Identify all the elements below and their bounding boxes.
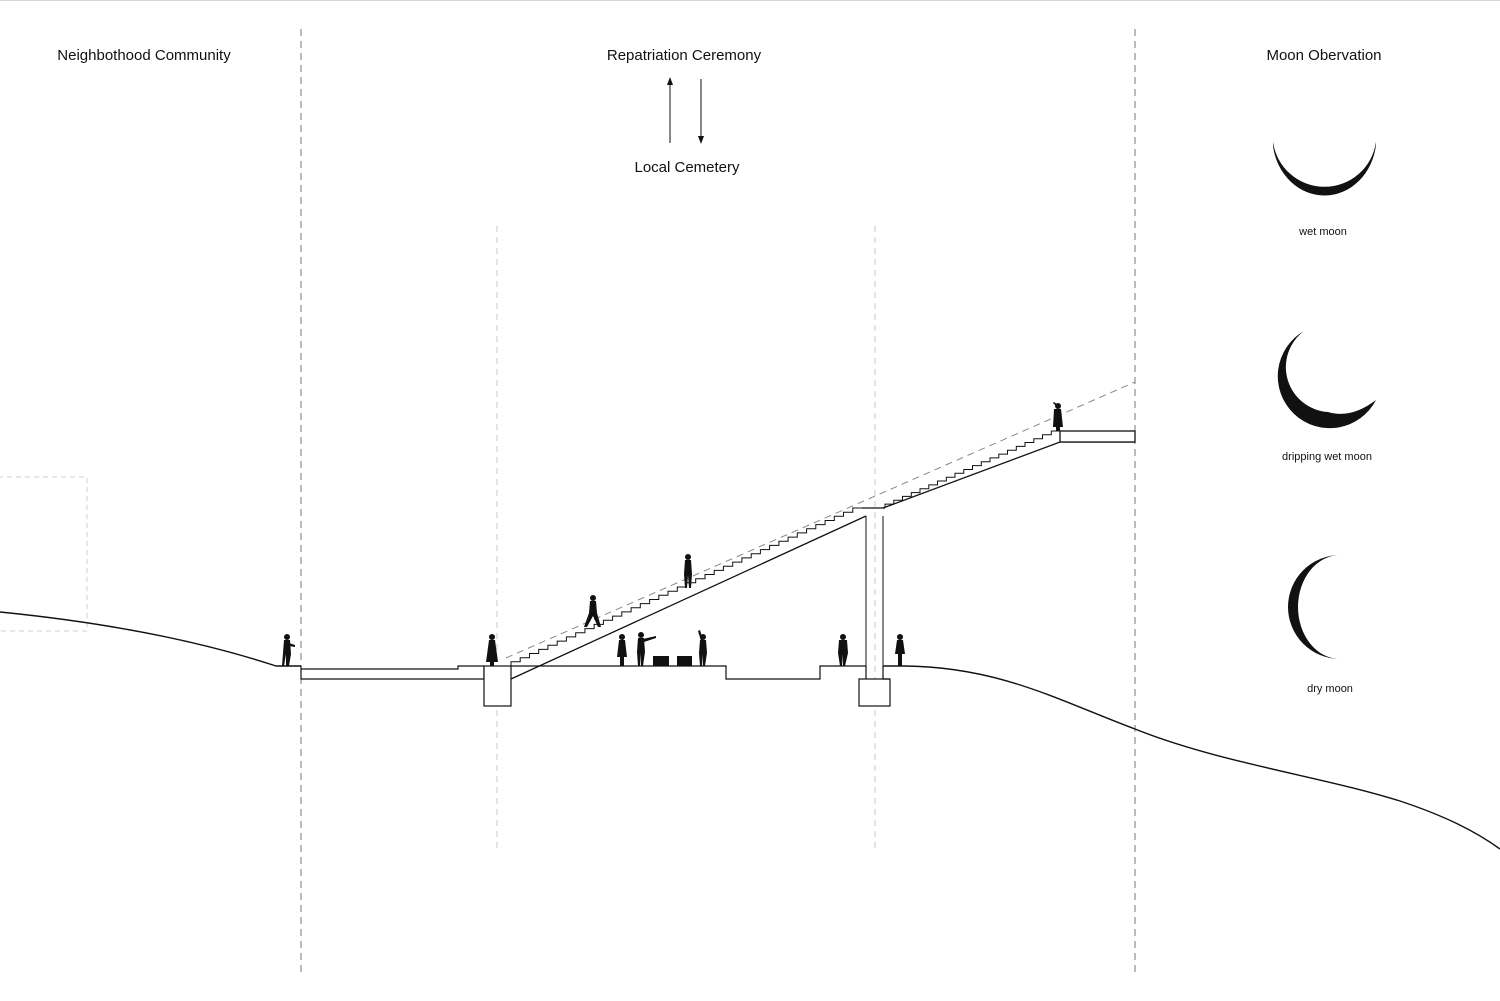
person-silhouette <box>838 634 848 666</box>
terrain-left <box>0 611 301 667</box>
stair-soffit <box>510 441 1135 680</box>
crescent-moon-icon <box>1288 555 1340 659</box>
crescent-moon-icon <box>1273 142 1376 196</box>
coffin-block <box>677 656 692 666</box>
stair-steps <box>884 430 1060 508</box>
person-silhouette <box>698 630 707 666</box>
plaza-floor <box>300 665 485 680</box>
zone-subtitle-cemetery: Local Cemetery <box>634 159 740 176</box>
ceremony-floor <box>511 665 866 680</box>
footing-left <box>483 665 512 707</box>
terrain-right <box>883 665 1500 850</box>
up-arrow-icon <box>667 77 673 143</box>
coffin-block <box>653 656 669 666</box>
person-silhouette <box>617 634 627 666</box>
person-silhouette <box>486 634 498 666</box>
person-silhouette <box>1053 402 1063 431</box>
zone-title-neighborhood: Neighbothood Community <box>57 47 231 64</box>
footing-right <box>858 678 891 707</box>
down-arrow-icon <box>698 79 704 144</box>
crescent-moon-icon <box>1277 331 1376 429</box>
person-silhouette <box>584 595 601 627</box>
person-silhouette <box>282 634 295 666</box>
zone-title-moon: Moon Obervation <box>1266 47 1382 64</box>
person-silhouette <box>895 634 905 666</box>
person-silhouette <box>637 632 656 666</box>
ghost-building-outline <box>0 476 88 632</box>
handrail-line <box>505 381 1136 659</box>
moon-label-dry: dry moon <box>1307 683 1353 695</box>
top-landing <box>1059 430 1136 443</box>
moon-label-wet: wet moon <box>1299 226 1347 238</box>
person-silhouette <box>684 554 692 588</box>
column-base-cap <box>865 666 890 680</box>
people-group <box>282 402 1063 666</box>
zone-title-repatriation: Repatriation Ceremony <box>606 47 762 64</box>
moon-label-dripping: dripping wet moon <box>1282 451 1372 463</box>
